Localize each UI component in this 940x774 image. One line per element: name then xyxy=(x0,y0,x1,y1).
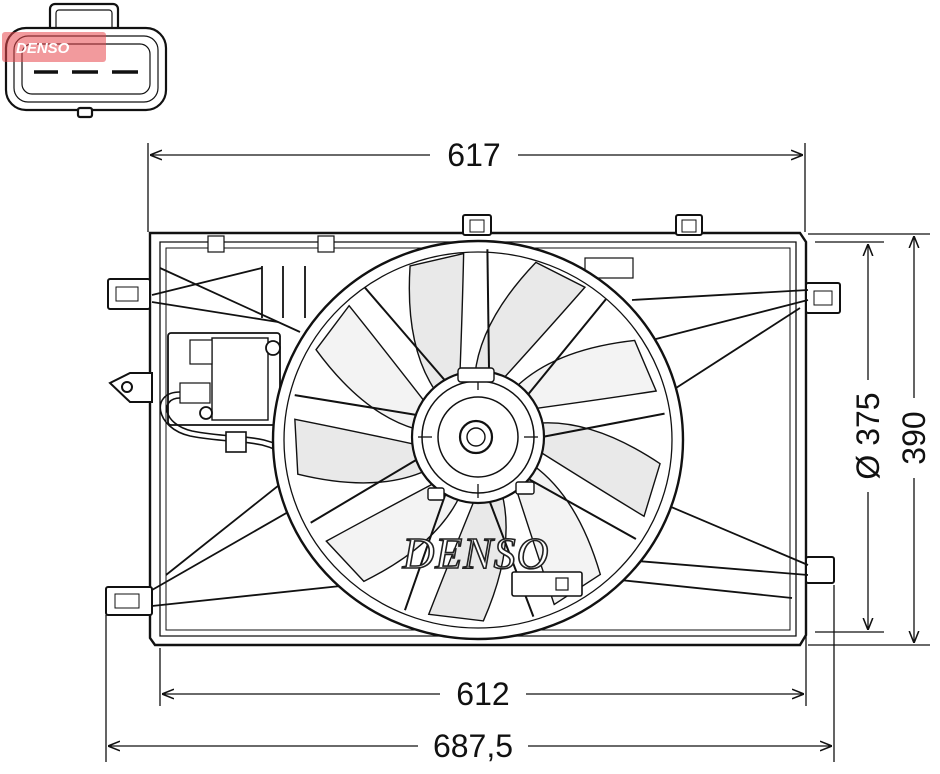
fan-blade xyxy=(514,464,602,606)
brand-logo: DENSO xyxy=(402,529,550,578)
fan-blade xyxy=(294,418,427,484)
dimension-labels: 617 612 687,5 Ø 375 390 xyxy=(433,137,932,764)
fan-blade xyxy=(537,422,661,518)
fan-spoke xyxy=(310,457,421,524)
fan-blade xyxy=(408,252,465,393)
shroud-struts xyxy=(151,266,809,607)
fan-blade xyxy=(427,493,507,622)
svg-text:DENSO: DENSO xyxy=(16,40,70,57)
motor-connector xyxy=(511,571,583,597)
brand-watermark: DENSO xyxy=(2,32,106,62)
fan-spoke xyxy=(404,490,448,611)
mounting-tabs xyxy=(105,214,841,616)
fan-blade xyxy=(325,481,461,583)
fan-spoke xyxy=(486,249,491,377)
dim-height: 390 xyxy=(896,411,932,464)
dim-top-width: 617 xyxy=(447,137,500,173)
fan-spoke xyxy=(539,412,665,439)
fan-blades xyxy=(294,249,665,622)
fan-spoke xyxy=(524,476,637,540)
resistor-module xyxy=(167,332,281,426)
dimension-lines xyxy=(105,143,930,762)
fan-spoke xyxy=(487,497,535,618)
fan-blade xyxy=(315,304,427,431)
fan-spoke xyxy=(294,394,421,417)
fan-spoke xyxy=(524,298,607,399)
dim-inner-width: 612 xyxy=(456,676,509,712)
fan-blade xyxy=(514,339,658,410)
fan-blade xyxy=(474,261,587,381)
dim-overall-width: 687,5 xyxy=(433,728,513,764)
dim-fan-diameter: Ø 375 xyxy=(850,392,886,479)
fan-spoke xyxy=(363,286,449,384)
fan-hub xyxy=(410,367,546,505)
